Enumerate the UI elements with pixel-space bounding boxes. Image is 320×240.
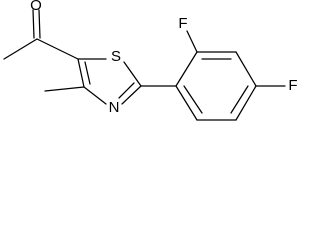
nitrogen-atom-label: N (109, 99, 120, 116)
ortho-fluorine-bond (186, 30, 198, 53)
fluorine-right-atom-label: F (288, 77, 297, 94)
phenyl-inner-bond-2 (230, 85, 249, 114)
ring-n-c4-bond (83, 86, 107, 105)
acetyl-methyl-bond (3, 38, 38, 60)
phenyl-bond-3 (235, 51, 257, 87)
ring-c2-n-double-bond-parallel (118, 82, 135, 99)
phenyl-bond-6 (175, 85, 198, 121)
phenyl-bond-4 (235, 85, 257, 121)
ring-c2-n-double-bond (121, 85, 142, 105)
acetyl-to-ring-bond (36, 38, 79, 60)
acetyl-carbonyl-double-bond-parallel (38, 9, 41, 39)
ring-s-c2-bond (123, 61, 142, 87)
ring-c4-c5-double-bond (77, 58, 85, 88)
phenyl-inner-bond-3 (183, 85, 203, 114)
phenyl-bond-1 (175, 51, 198, 87)
ring-methyl-bond (44, 86, 85, 92)
atom-label-layer: O S N F F (30, 0, 297, 116)
oxygen-atom-label: O (30, 0, 42, 14)
fluorine-top-atom-label: F (178, 15, 187, 32)
ring-c4-c5-double-bond-parallel (84, 61, 91, 85)
chemical-structure-diagram: O S N F F (3, 0, 298, 121)
acetyl-carbonyl-double-bond (32, 9, 35, 39)
sulfur-atom-label: S (111, 48, 121, 65)
bond-layer (3, 9, 286, 121)
